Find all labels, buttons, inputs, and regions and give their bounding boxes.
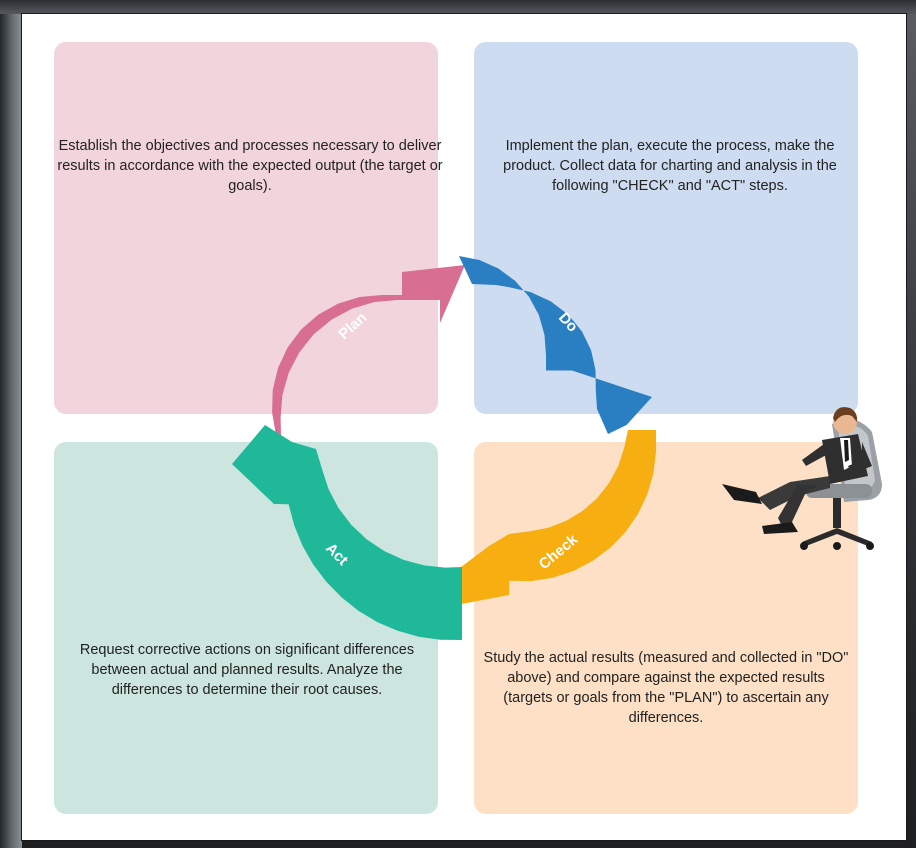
plan-description: Establish the objectives and processes n… xyxy=(57,138,443,194)
do-arrow xyxy=(459,256,652,434)
check-arrow xyxy=(435,430,656,609)
do-quadrant xyxy=(474,42,858,414)
act-description: Request corrective actions on significan… xyxy=(79,642,415,698)
plan-quadrant xyxy=(54,42,438,414)
window-frame-left xyxy=(0,0,22,848)
do-description: Implement the plan, execute the process,… xyxy=(503,138,837,194)
pdca-canvas: Establish the objectives and processes n… xyxy=(22,14,906,840)
window-frame-top xyxy=(0,0,916,14)
pdca-cycle-diagram: Plan Do Check Act xyxy=(232,256,882,640)
act-quadrant xyxy=(54,442,438,814)
businessman-in-office-chair-icon xyxy=(722,407,882,550)
plan-arrow xyxy=(272,265,465,435)
act-arrow xyxy=(232,425,462,640)
check-description: Study the actual results (measured and c… xyxy=(483,650,849,726)
